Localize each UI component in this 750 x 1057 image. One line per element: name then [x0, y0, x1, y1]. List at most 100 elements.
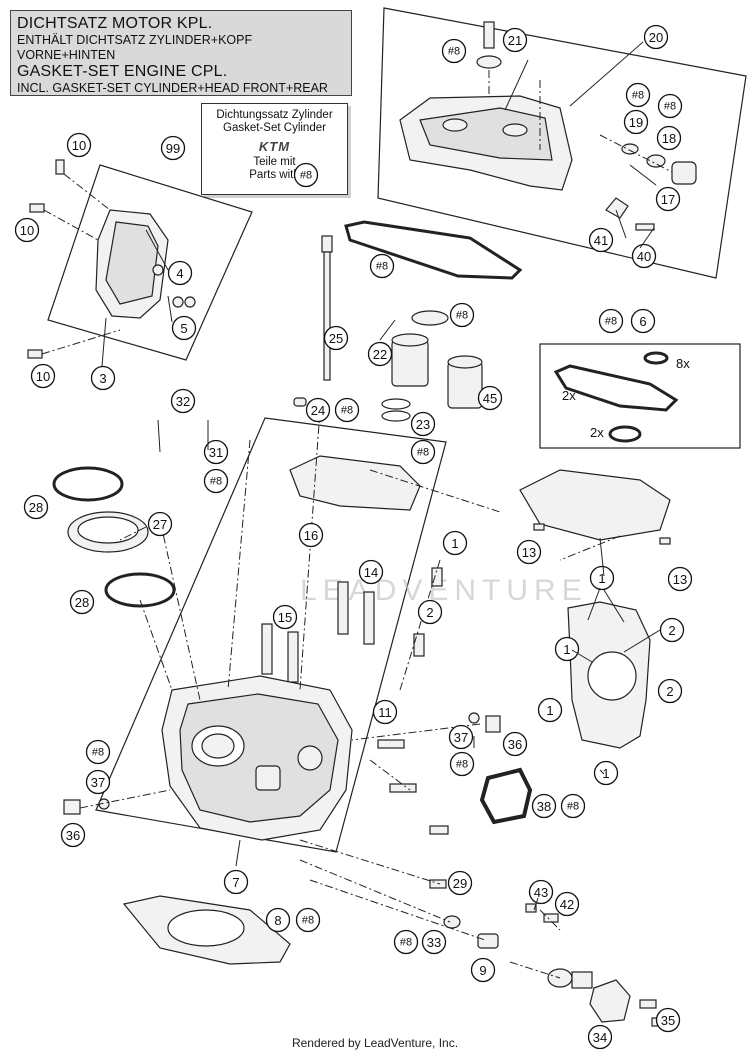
screw-10-top [55, 159, 65, 175]
part-callout-10: 10 [14, 217, 40, 243]
part-callout-34: 34 [587, 1024, 613, 1050]
part-callout-37-text: 37 [91, 775, 105, 790]
part-callout-37: 37 [85, 769, 111, 795]
part-callout-24-circle [305, 397, 331, 423]
part-callout-7: 7 [223, 869, 249, 895]
kit-reference-callout: #8 [560, 793, 586, 819]
part-callout-20: 20 [643, 24, 669, 50]
header-line-2: ENTHÄLT DICHTSATZ ZYLINDER+KOPF VORNE+HI… [17, 33, 253, 62]
part-callout-24: 24 [305, 397, 331, 423]
part-callout-32: 32 [170, 388, 196, 414]
kit-reference-callout-text: #8 [605, 316, 617, 328]
cover-callout-lines [504, 41, 644, 111]
cups-and-seals [381, 310, 483, 422]
kit-reference-callout-text: #8 [632, 90, 644, 102]
screw-35-a [639, 999, 657, 1009]
part-callout-99-circle [160, 135, 186, 161]
kit-line-1: Dichtungssatz Zylinder [216, 109, 333, 121]
part-callout-33-text: 33 [427, 935, 441, 950]
part-callout-18: 18 [656, 125, 682, 151]
part-callout-13-text: 13 [673, 572, 687, 587]
part-callout-3: 3 [90, 365, 116, 391]
part-callout-41-circle [588, 227, 614, 253]
part-callout-19-text: 19 [629, 115, 643, 130]
part-callout-37-text: 37 [454, 730, 468, 745]
valve-guide-15a [261, 623, 273, 675]
part-callout-20-text: 20 [649, 30, 663, 45]
part-callout-1-circle [442, 530, 468, 556]
part-callout-36-circle [60, 822, 86, 848]
kit-reference-callout-circle [393, 929, 419, 955]
part-callout-28-text: 28 [29, 500, 43, 515]
part-callout-7-text: 7 [232, 875, 239, 890]
kit-reference-callout: #8 [449, 751, 475, 777]
screw-10-bottom [27, 349, 43, 359]
part-callout-11-text: 11 [378, 705, 392, 720]
part-callout-10-circle [30, 363, 56, 389]
part-callout-10: 10 [66, 132, 92, 158]
part-callout-3-circle [90, 365, 116, 391]
kit-reference-callout: #8 [410, 439, 436, 465]
screw-40 [635, 223, 655, 231]
kit-reference-callout: #8 [203, 468, 229, 494]
hose-clamp-28-top [52, 466, 124, 502]
part-callout-1: 1 [442, 530, 468, 556]
plate-bore [587, 651, 637, 701]
cover-fitting-17 [621, 143, 697, 185]
part-callout-2-text: 2 [666, 684, 673, 699]
part-callout-1-text: 1 [451, 536, 458, 551]
part-callout-23-text: 23 [416, 417, 430, 432]
part-callout-13: 13 [667, 566, 693, 592]
part-callout-31-circle [203, 439, 229, 465]
timing-cover-leaders [41, 173, 121, 355]
part-callout-1-circle [537, 697, 563, 723]
part-callout-16-circle [298, 522, 324, 548]
screw-43 [525, 903, 537, 913]
part-callout-2-text: 2 [426, 605, 433, 620]
valve-cover [399, 95, 573, 191]
part-callout-6: 6 [630, 308, 656, 334]
seal-multiplier-8x: 8x [676, 356, 690, 371]
part-callout-22: 22 [367, 341, 393, 367]
part-callout-35-text: 35 [661, 1013, 675, 1028]
part-callout-36: 36 [502, 731, 528, 757]
part-callout-28-circle [23, 494, 49, 520]
part-callout-1-circle [593, 760, 619, 786]
part-callout-45-circle [477, 385, 503, 411]
part-callout-14: 14 [358, 559, 384, 585]
gasket-multiplier-2x: 2x [562, 388, 576, 403]
part-callout-43-circle [528, 879, 554, 905]
part-callout-15: 15 [272, 604, 298, 630]
thermostat-housing-34 [547, 968, 631, 1023]
part-callout-13-circle [516, 539, 542, 565]
part-callout-22-circle [367, 341, 393, 367]
kit-reference-callout-circle [369, 253, 395, 279]
oring-38 [479, 767, 533, 825]
part-callout-99: 99 [160, 135, 186, 161]
oring-5b [184, 296, 196, 308]
nipple-29 [429, 879, 447, 889]
kit-reference-callout-circle [598, 308, 624, 334]
part-callout-23: 23 [410, 411, 436, 437]
part-callout-14-circle [358, 559, 384, 585]
part-callout-43: 43 [528, 879, 554, 905]
kit-reference-callout-circle [295, 907, 321, 933]
part-callout-37-circle [85, 769, 111, 795]
part-callout-13: 13 [516, 539, 542, 565]
part-callout-1-text: 1 [602, 766, 609, 781]
part-callout-8-text: 8 [274, 913, 281, 928]
part-callout-4: 4 [167, 260, 193, 286]
kit-reference-callout-text: #8 [210, 476, 222, 488]
valve-guide-15b [287, 631, 299, 683]
part-callout-41: 41 [588, 227, 614, 253]
kit-reference-callout-text: #8 [302, 915, 314, 927]
kit-reference-callout: #8 [625, 82, 651, 108]
part-callout-21: 21 [502, 27, 528, 53]
part-callout-2-text: 2 [668, 623, 675, 638]
part-callout-1-text: 1 [598, 571, 605, 586]
kit-reference-callout-circle [560, 793, 586, 819]
part-callout-36-text: 36 [508, 737, 522, 752]
kit-reference-callout: #8 [334, 397, 360, 423]
kit-reference-callout: #8 [369, 253, 395, 279]
